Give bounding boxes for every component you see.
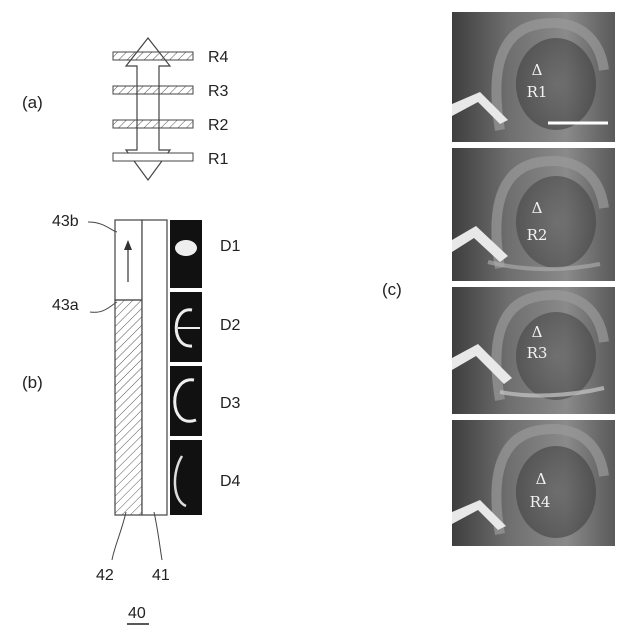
position-bar-r2	[113, 120, 193, 128]
reference-41: 41	[152, 567, 170, 584]
position-label-r3: R3	[208, 83, 229, 100]
marker-r4: Δ	[536, 470, 547, 488]
photo-frame-r1: Δ R1	[452, 12, 615, 142]
reference-40: 40	[128, 605, 146, 622]
leader-42	[112, 512, 126, 560]
d1-shape	[175, 240, 197, 256]
detector-strip	[170, 220, 202, 515]
position-bar-r1	[113, 153, 193, 161]
panel-c-label: (c)	[382, 280, 402, 299]
position-bar-r3	[113, 86, 193, 94]
marker-r3: Δ	[532, 323, 543, 341]
detector-label-d4: D4	[220, 473, 241, 490]
detector-label-d3: D3	[220, 395, 241, 412]
reference-43b: 43b	[52, 213, 79, 230]
frame-label-r3: R3	[527, 344, 548, 362]
position-label-r1: R1	[208, 151, 229, 168]
position-label-r4: R4	[208, 49, 229, 66]
position-bar-r4	[113, 52, 193, 60]
frame-label-r4: R4	[530, 493, 551, 511]
leader-41	[154, 512, 162, 560]
reference-42: 42	[96, 567, 114, 584]
leader-43a	[90, 302, 117, 312]
frame-label-r1: R1	[527, 83, 548, 101]
panel-a-label: (a)	[22, 93, 43, 112]
panel-b: (b) D1 D2 D3 D4 43b 43a	[22, 213, 241, 624]
detector-label-d2: D2	[220, 317, 241, 334]
photo-frame-r4: Δ R4	[452, 420, 615, 546]
panel-b-label: (b)	[22, 373, 43, 392]
leader-43b	[88, 222, 117, 232]
panel-a: (a) R4 R3 R2 R1	[22, 38, 229, 180]
marker-r1: Δ	[532, 61, 543, 79]
panel-c: (c) Δ R1 Δ R2 Δ	[382, 12, 615, 546]
marker-r2: Δ	[532, 199, 543, 217]
detector-label-d1: D1	[220, 238, 241, 255]
column-42-hatched	[115, 300, 142, 515]
photo-frame-r2: Δ R2	[452, 148, 615, 281]
frame-label-r2: R2	[527, 226, 548, 244]
position-label-r2: R2	[208, 117, 229, 134]
reference-43a: 43a	[52, 297, 79, 314]
photo-frame-r3: Δ R3	[452, 287, 615, 414]
column-41	[142, 220, 167, 515]
